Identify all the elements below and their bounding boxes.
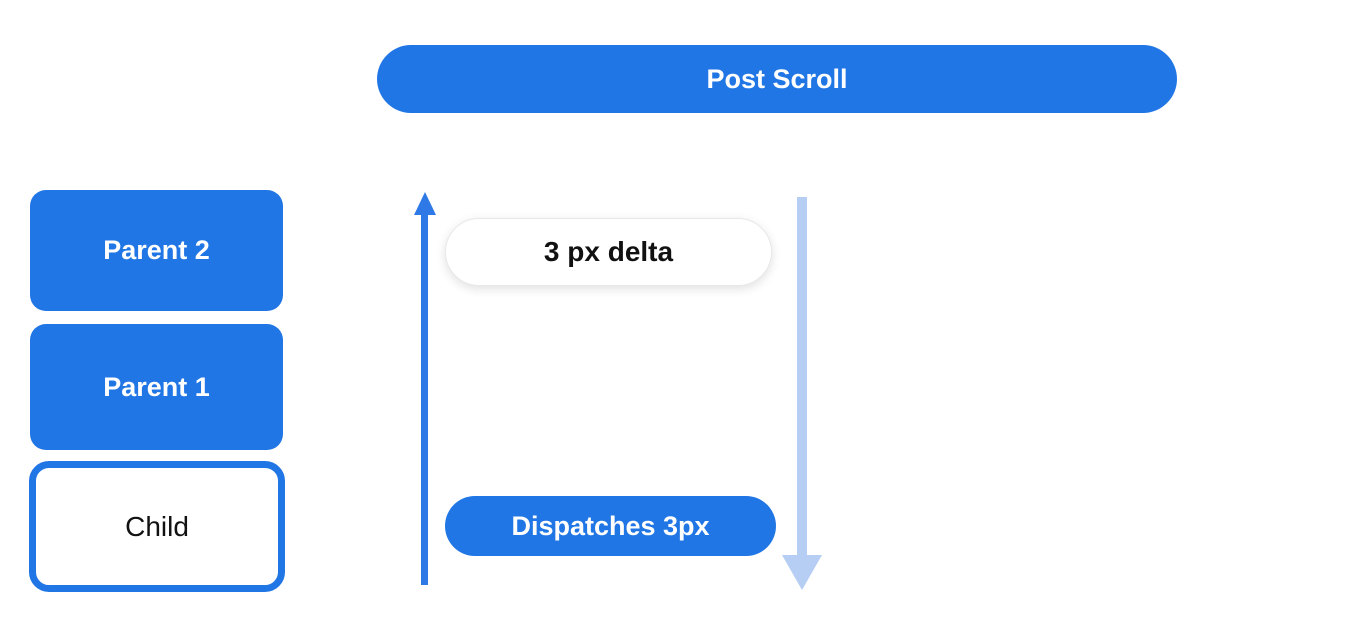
up-arrow-line xyxy=(421,211,428,585)
node-parent-1: Parent 1 xyxy=(30,324,283,450)
down-arrowhead-icon xyxy=(782,555,822,590)
down-arrow-line xyxy=(797,197,807,557)
dispatch-pill: Dispatches 3px xyxy=(445,496,776,556)
delta-pill: 3 px delta xyxy=(445,218,772,286)
node-child: Child xyxy=(29,461,285,592)
post-scroll-pill: Post Scroll xyxy=(377,45,1177,113)
node-parent-2: Parent 2 xyxy=(30,190,283,311)
up-arrowhead-icon xyxy=(414,192,436,215)
